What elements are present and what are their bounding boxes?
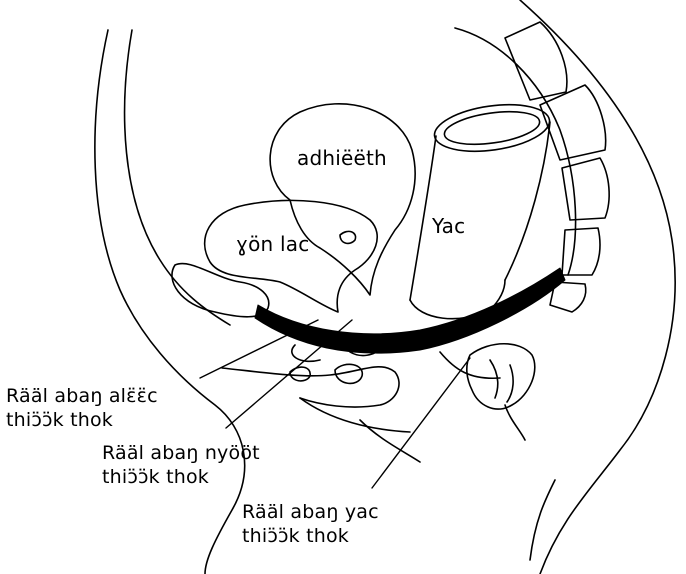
abdominal-wall — [95, 30, 245, 574]
callout-middle-line1: Rääl abaŋ nyööt — [102, 441, 260, 465]
vertebra-3 — [562, 158, 609, 220]
rectum-opening-inner — [442, 106, 541, 149]
callout-anterior-line2: thiɔ̈ɔ̈k thok — [6, 408, 158, 432]
vertebra-1 — [505, 22, 567, 100]
leader-posterior — [372, 358, 470, 488]
anal-folds — [490, 360, 513, 402]
callout-middle: Rääl abaŋ nyööt thiɔ̈ɔ̈k thok — [102, 441, 260, 489]
uterus-detail — [340, 231, 356, 243]
uterus-label: ɣön lac — [236, 232, 309, 256]
rectum-body — [410, 122, 550, 300]
opening-1 — [290, 367, 310, 381]
callout-middle-line2: thiɔ̈ɔ̈k thok — [102, 465, 260, 489]
pelvic-floor-band — [255, 268, 565, 353]
abdominal-wall-inner — [125, 30, 230, 325]
leader-anterior — [200, 320, 318, 378]
rectum-label: Yac — [432, 214, 465, 238]
callout-anterior-line1: Rääl abaŋ alɛ̈ɛ̈c — [6, 384, 158, 408]
anal-tail — [505, 405, 525, 440]
callout-posterior: Rääl abaŋ yac thiɔ̈ɔ̈k thok — [242, 500, 379, 548]
callout-posterior-line2: thiɔ̈ɔ̈k thok — [242, 524, 379, 548]
bladder-outline — [270, 104, 415, 295]
uterus-outline — [205, 200, 378, 312]
callout-posterior-line1: Rääl abaŋ yac — [242, 500, 379, 524]
callout-anterior: Rääl abaŋ alɛ̈ɛ̈c thiɔ̈ɔ̈k thok — [6, 384, 158, 432]
bladder-label: adhiëëth — [297, 146, 387, 170]
rectum-opening — [432, 98, 553, 158]
vertebra-4 — [562, 228, 600, 275]
